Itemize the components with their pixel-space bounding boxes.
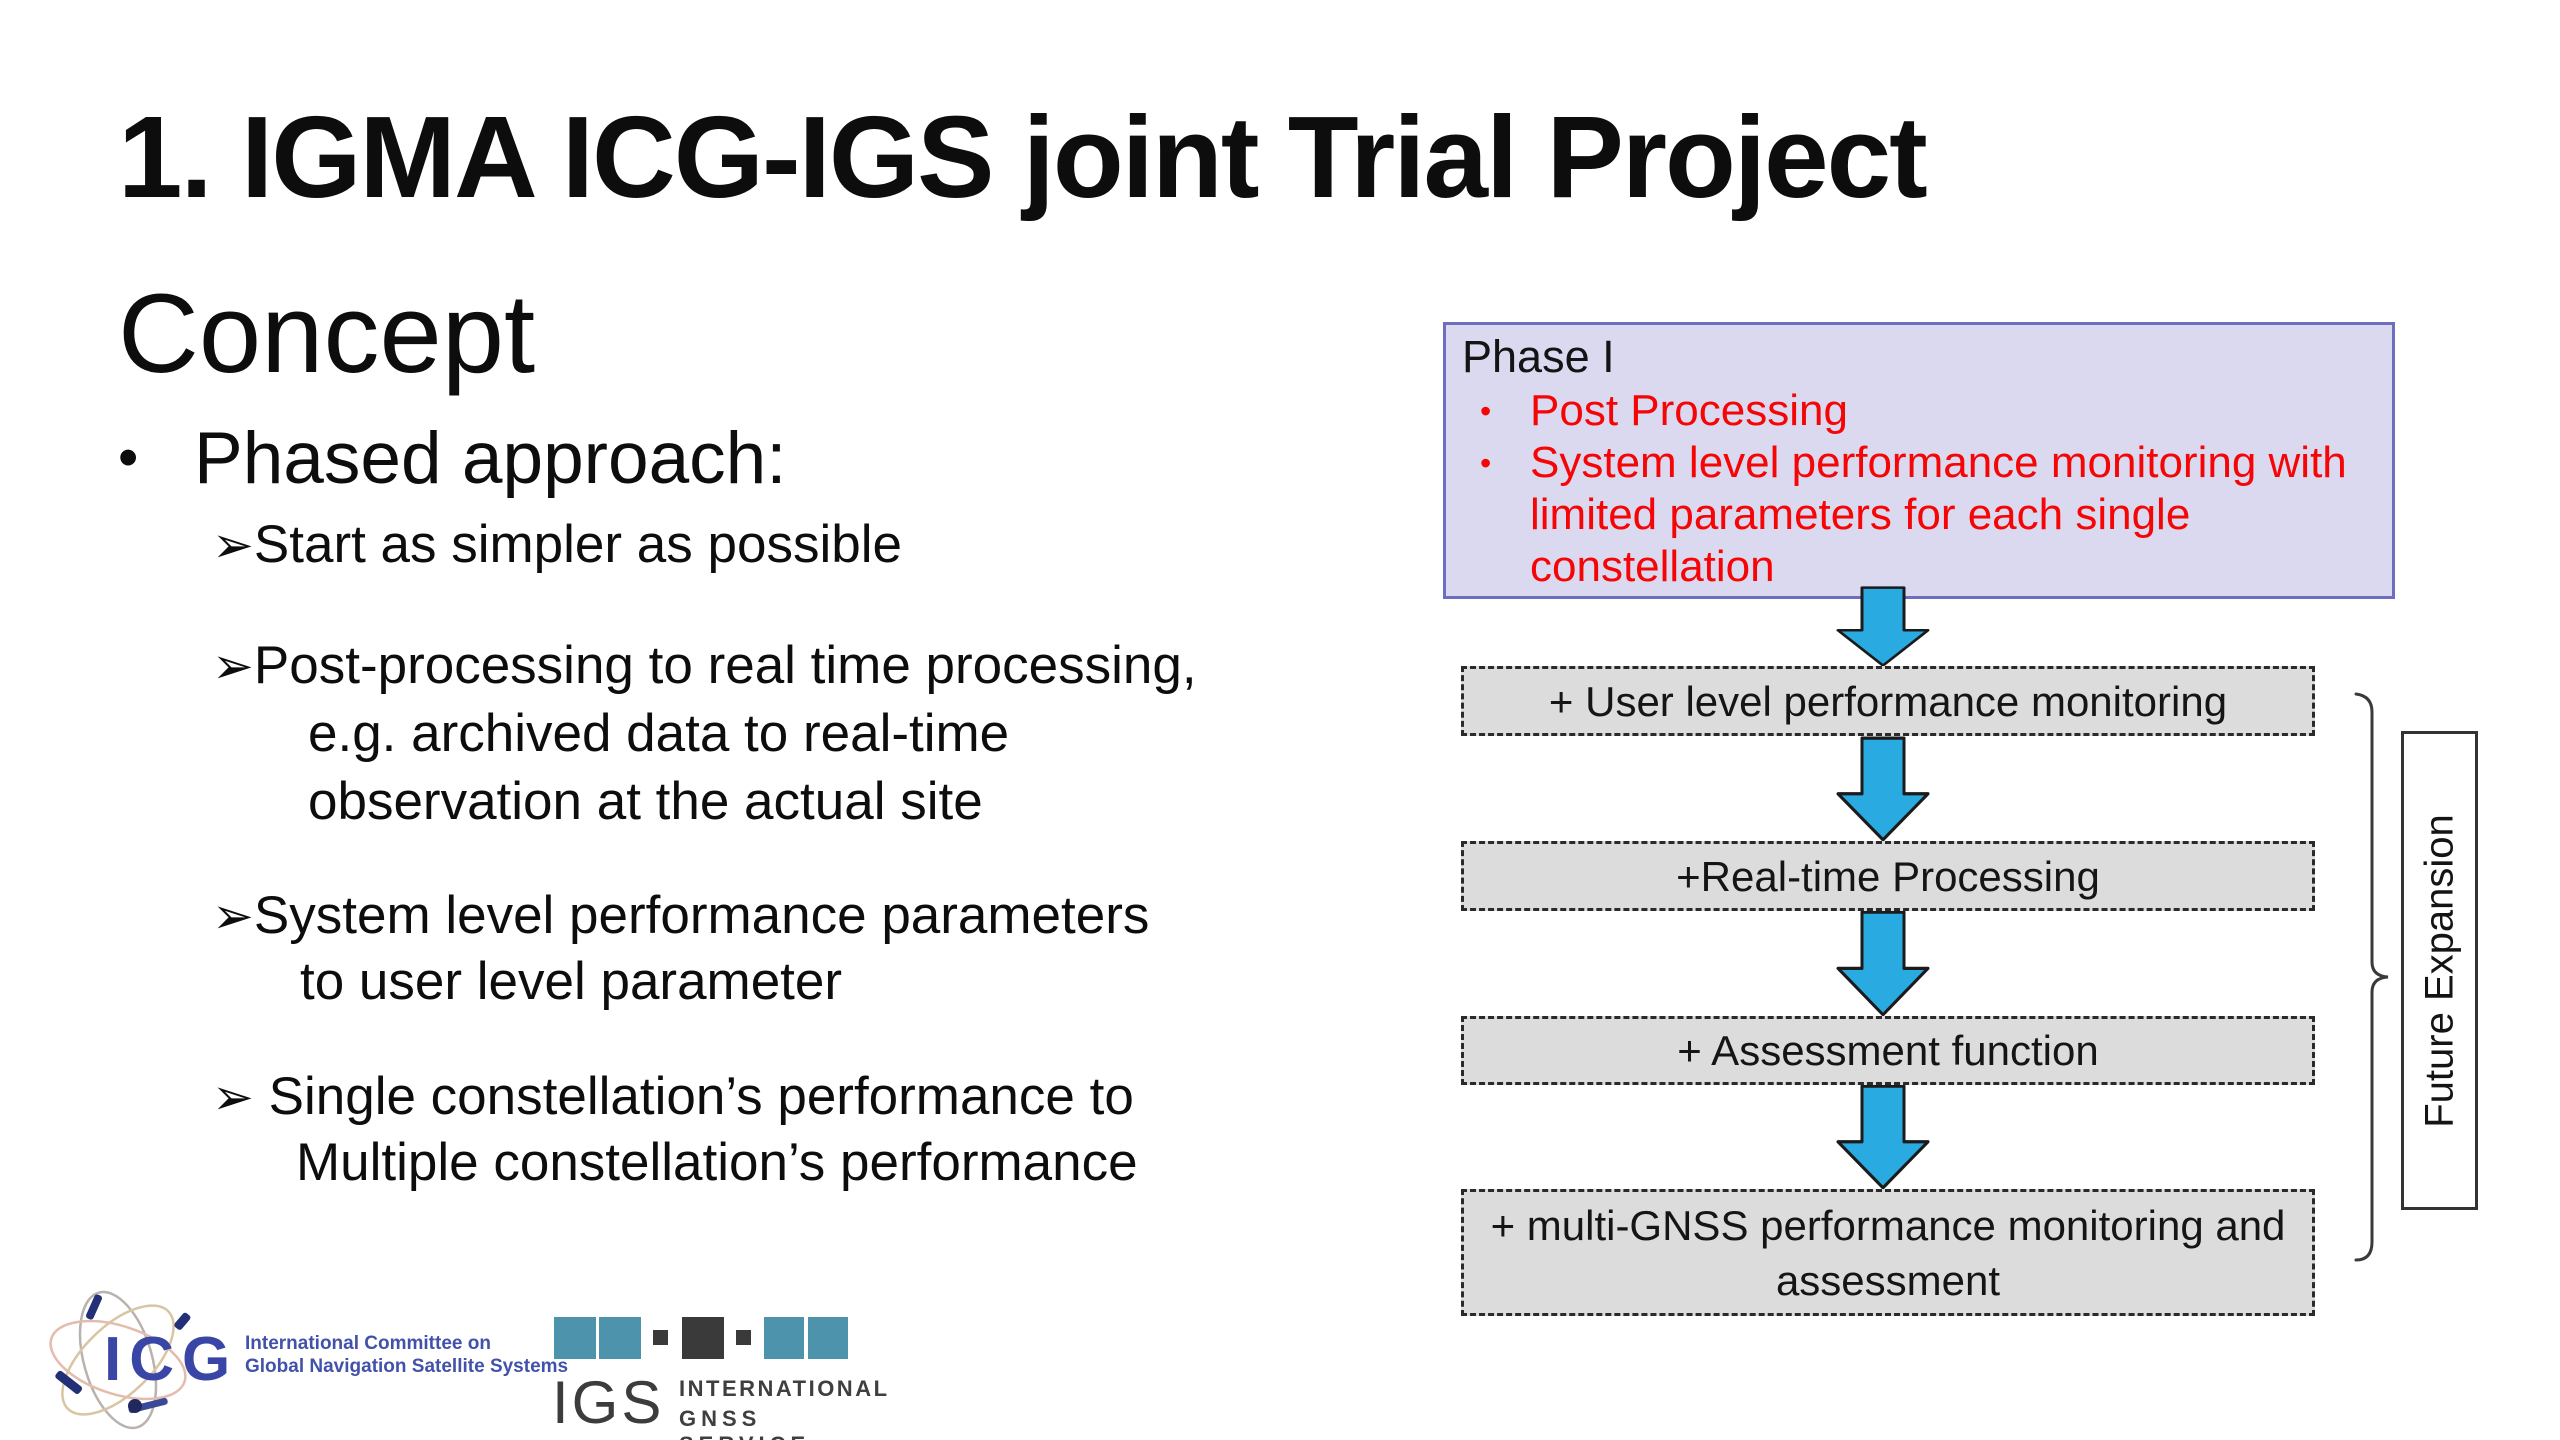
step-1-label: + User level performance monitoring xyxy=(1548,677,2228,725)
arrow-bullet-icon: ➢ xyxy=(212,517,254,573)
sub-bullet-1-line-1: Start as simpler as possible xyxy=(253,515,902,574)
arrow-bullet-icon: ➢ xyxy=(212,638,254,694)
arrow-bullet-icon: ➢ xyxy=(212,888,254,944)
arrow-bullet-icon: ➢ xyxy=(212,1069,254,1125)
sub-bullet-4-line-2: Multiple constellation’s performance xyxy=(296,1133,1138,1192)
phase1-label: Phase I xyxy=(1462,331,1615,382)
phase1-item-2: • System level performance monitoring wi… xyxy=(1446,437,2382,593)
sub-bullet-3-line-1: System level performance parameters xyxy=(253,886,1150,945)
main-bullet-text: Phased approach: xyxy=(194,418,787,499)
icg-caption: International Committee on Global Naviga… xyxy=(245,1332,568,1378)
icg-logo: ICG International Committee on Global Na… xyxy=(40,1282,568,1440)
sub-bullet-2: ➢Post-processing to real time processing… xyxy=(212,632,1197,836)
sub-bullet-1: ➢Start as simpler as possible xyxy=(212,512,902,578)
icg-caption-line-1: International Committee on xyxy=(245,1333,491,1354)
future-expansion-box: Future Expansion xyxy=(2401,731,2478,1210)
step-2-label: +Real-time Processing xyxy=(1676,852,2100,900)
igs-logo: IGS INTERNATIONAL GNSS SERVICE xyxy=(552,1312,887,1440)
icg-caption-line-2: Global Navigation Satellite Systems xyxy=(245,1356,569,1377)
main-bullet: • Phased approach: xyxy=(118,417,787,500)
future-expansion-brace xyxy=(2354,692,2389,1262)
igs-acronym: IGS xyxy=(552,1369,665,1436)
sub-bullet-3: ➢System level performance parameters to … xyxy=(212,883,1149,1014)
future-expansion-label: Future Expansion xyxy=(2417,813,2461,1128)
section-heading: Concept xyxy=(118,271,536,396)
step-4-label-line-2: assessment xyxy=(1775,1256,2001,1304)
step-box-assessment: + Assessment function xyxy=(1461,1016,2315,1085)
phase1-items: • Post Processing • System level perform… xyxy=(1446,385,2382,593)
down-arrow-icon xyxy=(1836,586,1930,667)
igs-caption: INTERNATIONAL GNSS SERVICE xyxy=(679,1376,890,1440)
phase1-item-2-line-2: limited parameters for each single xyxy=(1530,490,2191,539)
igs-caption-line-1: INTERNATIONAL xyxy=(679,1376,890,1401)
slide-title: 1. IGMA ICG-IGS joint Trial Project xyxy=(118,92,1928,222)
bullet-marker: • xyxy=(1480,445,1492,481)
sub-bullet-4-line-1: Single constellation’s performance to xyxy=(253,1067,1134,1126)
sub-bullet-4: ➢ Single constellation’s performance to … xyxy=(212,1064,1138,1196)
phase1-item-2-line-1: System level performance monitoring with xyxy=(1530,438,2347,487)
step-box-realtime: +Real-time Processing xyxy=(1461,841,2315,911)
sub-bullet-2-line-2: e.g. archived data to real-time xyxy=(308,704,1010,763)
step-3-label: + Assessment function xyxy=(1677,1027,2099,1074)
bullet-marker: • xyxy=(1480,393,1492,429)
sub-bullet-3-line-2: to user level parameter xyxy=(300,952,843,1011)
phase1-item-1-line-1: Post Processing xyxy=(1530,386,1848,435)
down-arrow-icon xyxy=(1836,736,1930,842)
phase1-item-2-line-3: constellation xyxy=(1530,542,1775,591)
step-box-user-level: + User level performance monitoring xyxy=(1461,666,2315,736)
down-arrow-icon xyxy=(1836,1084,1930,1190)
igs-caption-line-2: GNSS SERVICE xyxy=(679,1406,805,1440)
sub-bullet-2-line-1: Post-processing to real time processing, xyxy=(253,636,1197,695)
step-4-label-line-1: + multi-GNSS performance monitoring and xyxy=(1490,1201,2286,1249)
sub-bullet-2-line-3: observation at the actual site xyxy=(308,772,983,831)
phase1-item-1: • Post Processing xyxy=(1446,385,2382,437)
down-arrow-icon xyxy=(1836,910,1930,1017)
icg-acronym: ICG xyxy=(104,1325,239,1394)
icg-orbits-icon xyxy=(49,1290,191,1430)
bullet-marker: • xyxy=(118,425,139,490)
igs-squares-icon xyxy=(554,1317,848,1359)
step-box-multi-gnss: + multi-GNSS performance monitoring and … xyxy=(1461,1189,2315,1316)
phase1-box: Phase I • Post Processing • System level… xyxy=(1443,322,2395,599)
